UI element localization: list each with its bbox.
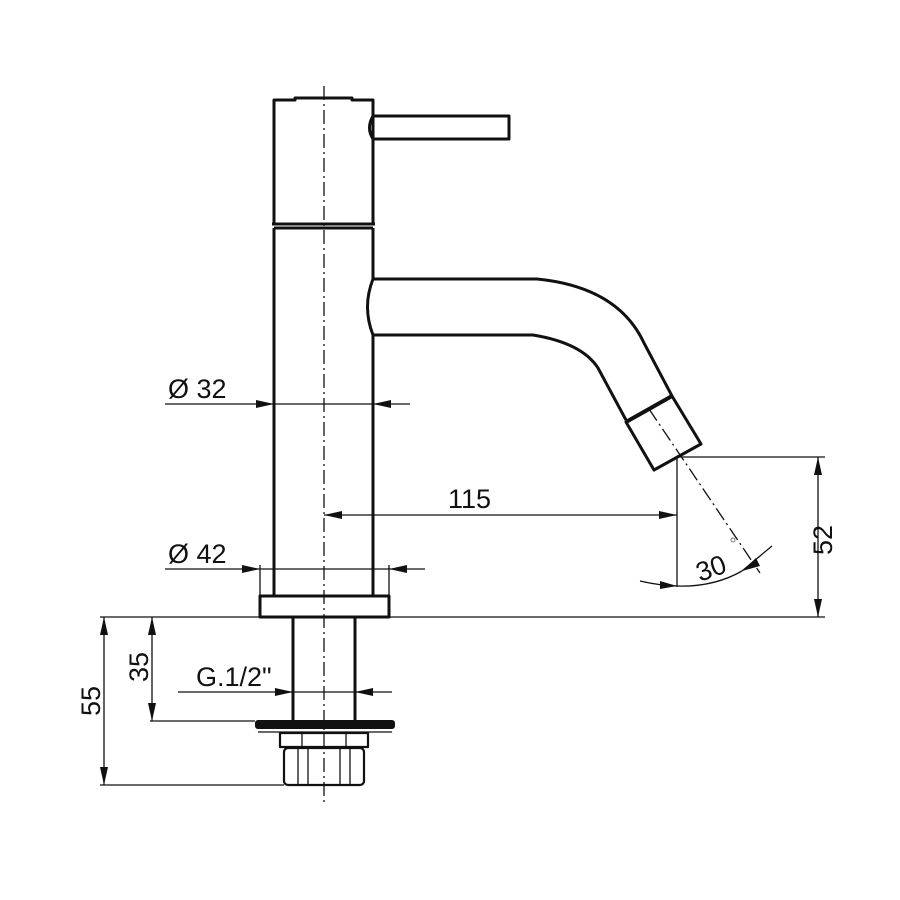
dim-label-base-diameter: Ø 42 <box>168 539 227 569</box>
dim-label-spout-reach: 115 <box>448 484 491 514</box>
dim-spout-reach: 115 <box>324 484 677 519</box>
dim-label-thread-spec: G.1/2" <box>196 662 272 692</box>
aerator <box>624 394 761 574</box>
dim-total-below-deck: 55 <box>76 617 284 786</box>
handle-lever <box>368 114 511 141</box>
washer <box>255 720 395 733</box>
dim-shank-length: 35 <box>124 617 255 722</box>
threaded-shank <box>291 617 357 721</box>
dim-thread-spec: G.1/2" <box>178 662 392 696</box>
dim-label-spout-angle: 30 <box>692 549 730 587</box>
dim-spout-angle: 30 <box>639 537 773 589</box>
dim-label-body-diameter: Ø 32 <box>168 374 227 404</box>
dim-body-diameter: Ø 32 <box>165 374 410 408</box>
cartridge-cap <box>272 96 375 226</box>
spout <box>366 277 674 424</box>
degree-symbol <box>730 537 736 543</box>
dim-spout-height: 52 <box>677 456 838 617</box>
dim-label-spout-height: 52 <box>808 525 838 555</box>
dim-base-diameter: Ø 42 <box>165 539 425 596</box>
dim-label-total-below-deck: 55 <box>76 686 106 716</box>
hex-nut <box>282 746 366 787</box>
dim-label-shank-length: 35 <box>124 652 154 682</box>
tap-body <box>272 226 375 596</box>
